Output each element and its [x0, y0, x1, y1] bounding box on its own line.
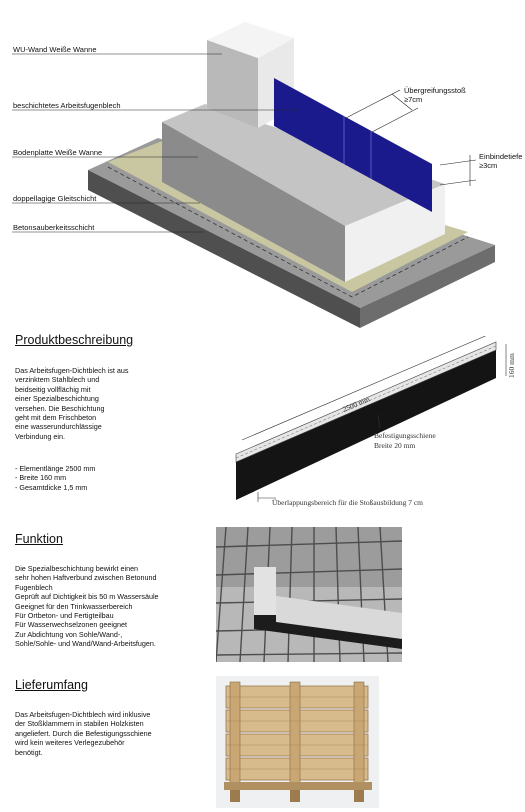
section-title-function: Funktion [15, 532, 63, 546]
label-wall: WU-Wand Weiße Wanne [13, 45, 97, 54]
height-label: 160 mm [507, 353, 516, 378]
wall-top [207, 22, 294, 58]
overlap-dim-line [391, 93, 413, 111]
rail-label-width: Breite 20 mm [374, 441, 415, 450]
strip-rail-dashes [235, 345, 497, 459]
strip-face [236, 350, 496, 500]
joint-sheet [274, 78, 432, 212]
overlap-label: Übergreifungsstoß [404, 86, 466, 95]
delivery-description: Das Arbeitsfugen-Dichtblech wird inklusi… [15, 710, 152, 757]
depth-dim-line [439, 159, 477, 166]
section-title-delivery: Lieferumfang [15, 678, 88, 692]
depth-dim-line [439, 179, 477, 186]
depth-label-value: ≥3cm [479, 161, 497, 170]
slab-side [345, 184, 445, 282]
depth-label: Einbindetiefe [479, 152, 522, 161]
length-dim-line [241, 336, 487, 441]
label-sheet: beschichtetes Arbeitsfugenblech [13, 101, 121, 110]
base-layer-side [360, 245, 495, 328]
rail-leader [377, 414, 381, 429]
slab-front [162, 122, 345, 282]
label-slide-layer: doppellagige Gleitschicht [13, 194, 97, 203]
product-specs: - Elementlänge 2500 mm - Breite 160 mm -… [15, 464, 96, 492]
slab-top [162, 104, 445, 226]
base-layer-front [88, 170, 360, 328]
overlap-dim-line [345, 89, 401, 119]
sheet-strip-drawing: 160 mm 2500 mm Befestigungsschiene Breit… [235, 336, 516, 507]
label-base-layer: Betonsauberkeitsschicht [13, 223, 95, 232]
function-description: Die Spezialbeschichtung bewirkt einen se… [15, 564, 159, 649]
rebar-photo [216, 527, 402, 662]
product-description: Das Arbeitsfugen-Dichtblech ist aus verz… [15, 366, 129, 441]
overlap-zone-label: Überlappungsbereich für die Stoßausbildu… [272, 498, 423, 507]
section-title-product: Produktbeschreibung [15, 333, 134, 347]
construction-joint-diagram: Übergreifungsstoß ≥7cm Einbindetiefe ≥3c… [12, 22, 522, 328]
photo-sheet [254, 593, 402, 645]
label-slab: Bodenplatte Weiße Wanne [13, 148, 103, 157]
slide-layer-dashes [107, 166, 469, 298]
wall-front [207, 40, 258, 128]
overlap-dim-line [371, 107, 419, 133]
wooden-crates-photo [216, 676, 379, 808]
overlap-label-value: ≥7cm [404, 95, 422, 104]
rail-label: Befestigungsschiene [374, 431, 436, 440]
